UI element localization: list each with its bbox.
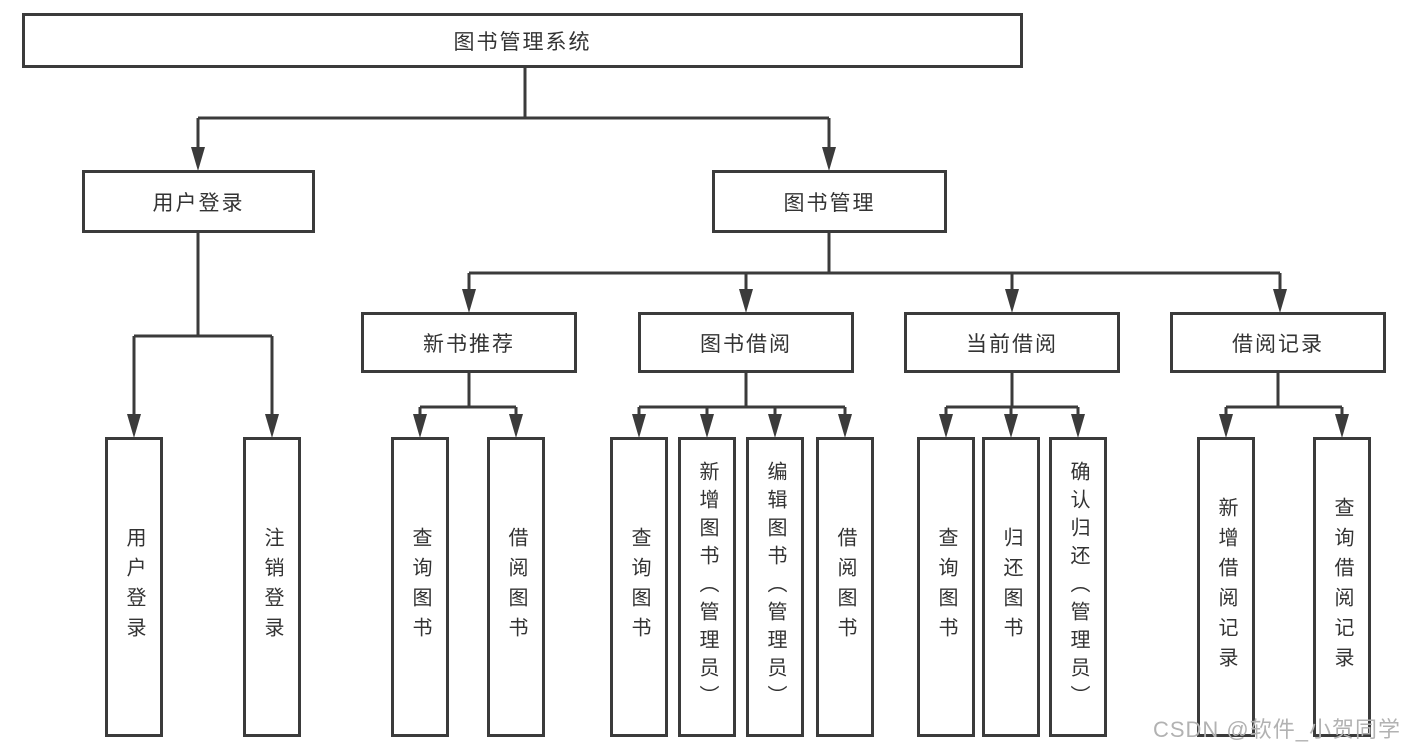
leaf-user-login: 用户登录: [105, 437, 163, 737]
node-new-book-recommend: 新书推荐: [361, 312, 577, 373]
arrowhead: [1335, 414, 1349, 438]
leaf-borrow-borrow-books: 借阅图书: [816, 437, 874, 737]
arrowhead: [632, 414, 646, 438]
arrowhead: [838, 414, 852, 438]
node-root-system: 图书管理系统: [22, 13, 1023, 68]
csdn-watermark: CSDN @软件_小贺同学: [1152, 717, 1401, 742]
leaf-borrow-edit-books-admin: 编辑图书（管理员）: [746, 437, 804, 737]
leaf-current-return-books: 归还图书: [982, 437, 1040, 737]
leaf-records-query-record: 查询借阅记录: [1313, 437, 1371, 737]
node-book-borrowing: 图书借阅: [638, 312, 854, 373]
node-borrowing-records: 借阅记录: [1170, 312, 1386, 373]
node-book-management: 图书管理: [712, 170, 947, 233]
arrowhead: [462, 289, 476, 313]
arrowhead: [939, 414, 953, 438]
arrowhead: [191, 147, 205, 171]
leaf-newbooks-borrow-books: 借阅图书: [487, 437, 545, 737]
arrowhead: [768, 414, 782, 438]
leaf-newbooks-query-books: 查询图书: [391, 437, 449, 737]
leaf-current-confirm-return-admin: 确认归还（管理员）: [1049, 437, 1107, 737]
leaf-borrow-add-books-admin: 新增图书（管理员）: [678, 437, 736, 737]
arrowhead: [1273, 289, 1287, 313]
arrowhead: [509, 414, 523, 438]
arrowhead: [127, 414, 141, 438]
arrowhead: [413, 414, 427, 438]
leaf-borrow-query-books: 查询图书: [610, 437, 668, 737]
arrowhead: [700, 414, 714, 438]
arrowhead: [739, 289, 753, 313]
arrowhead: [1005, 289, 1019, 313]
arrowhead: [822, 147, 836, 171]
arrowhead: [1004, 414, 1018, 438]
arrowhead: [1219, 414, 1233, 438]
node-user-login: 用户登录: [82, 170, 315, 233]
leaf-records-add-record: 新增借阅记录: [1197, 437, 1255, 737]
leaf-current-query-books: 查询图书: [917, 437, 975, 737]
arrowhead: [265, 414, 279, 438]
leaf-logout: 注销登录: [243, 437, 301, 737]
arrowhead: [1071, 414, 1085, 438]
node-current-borrowing: 当前借阅: [904, 312, 1120, 373]
